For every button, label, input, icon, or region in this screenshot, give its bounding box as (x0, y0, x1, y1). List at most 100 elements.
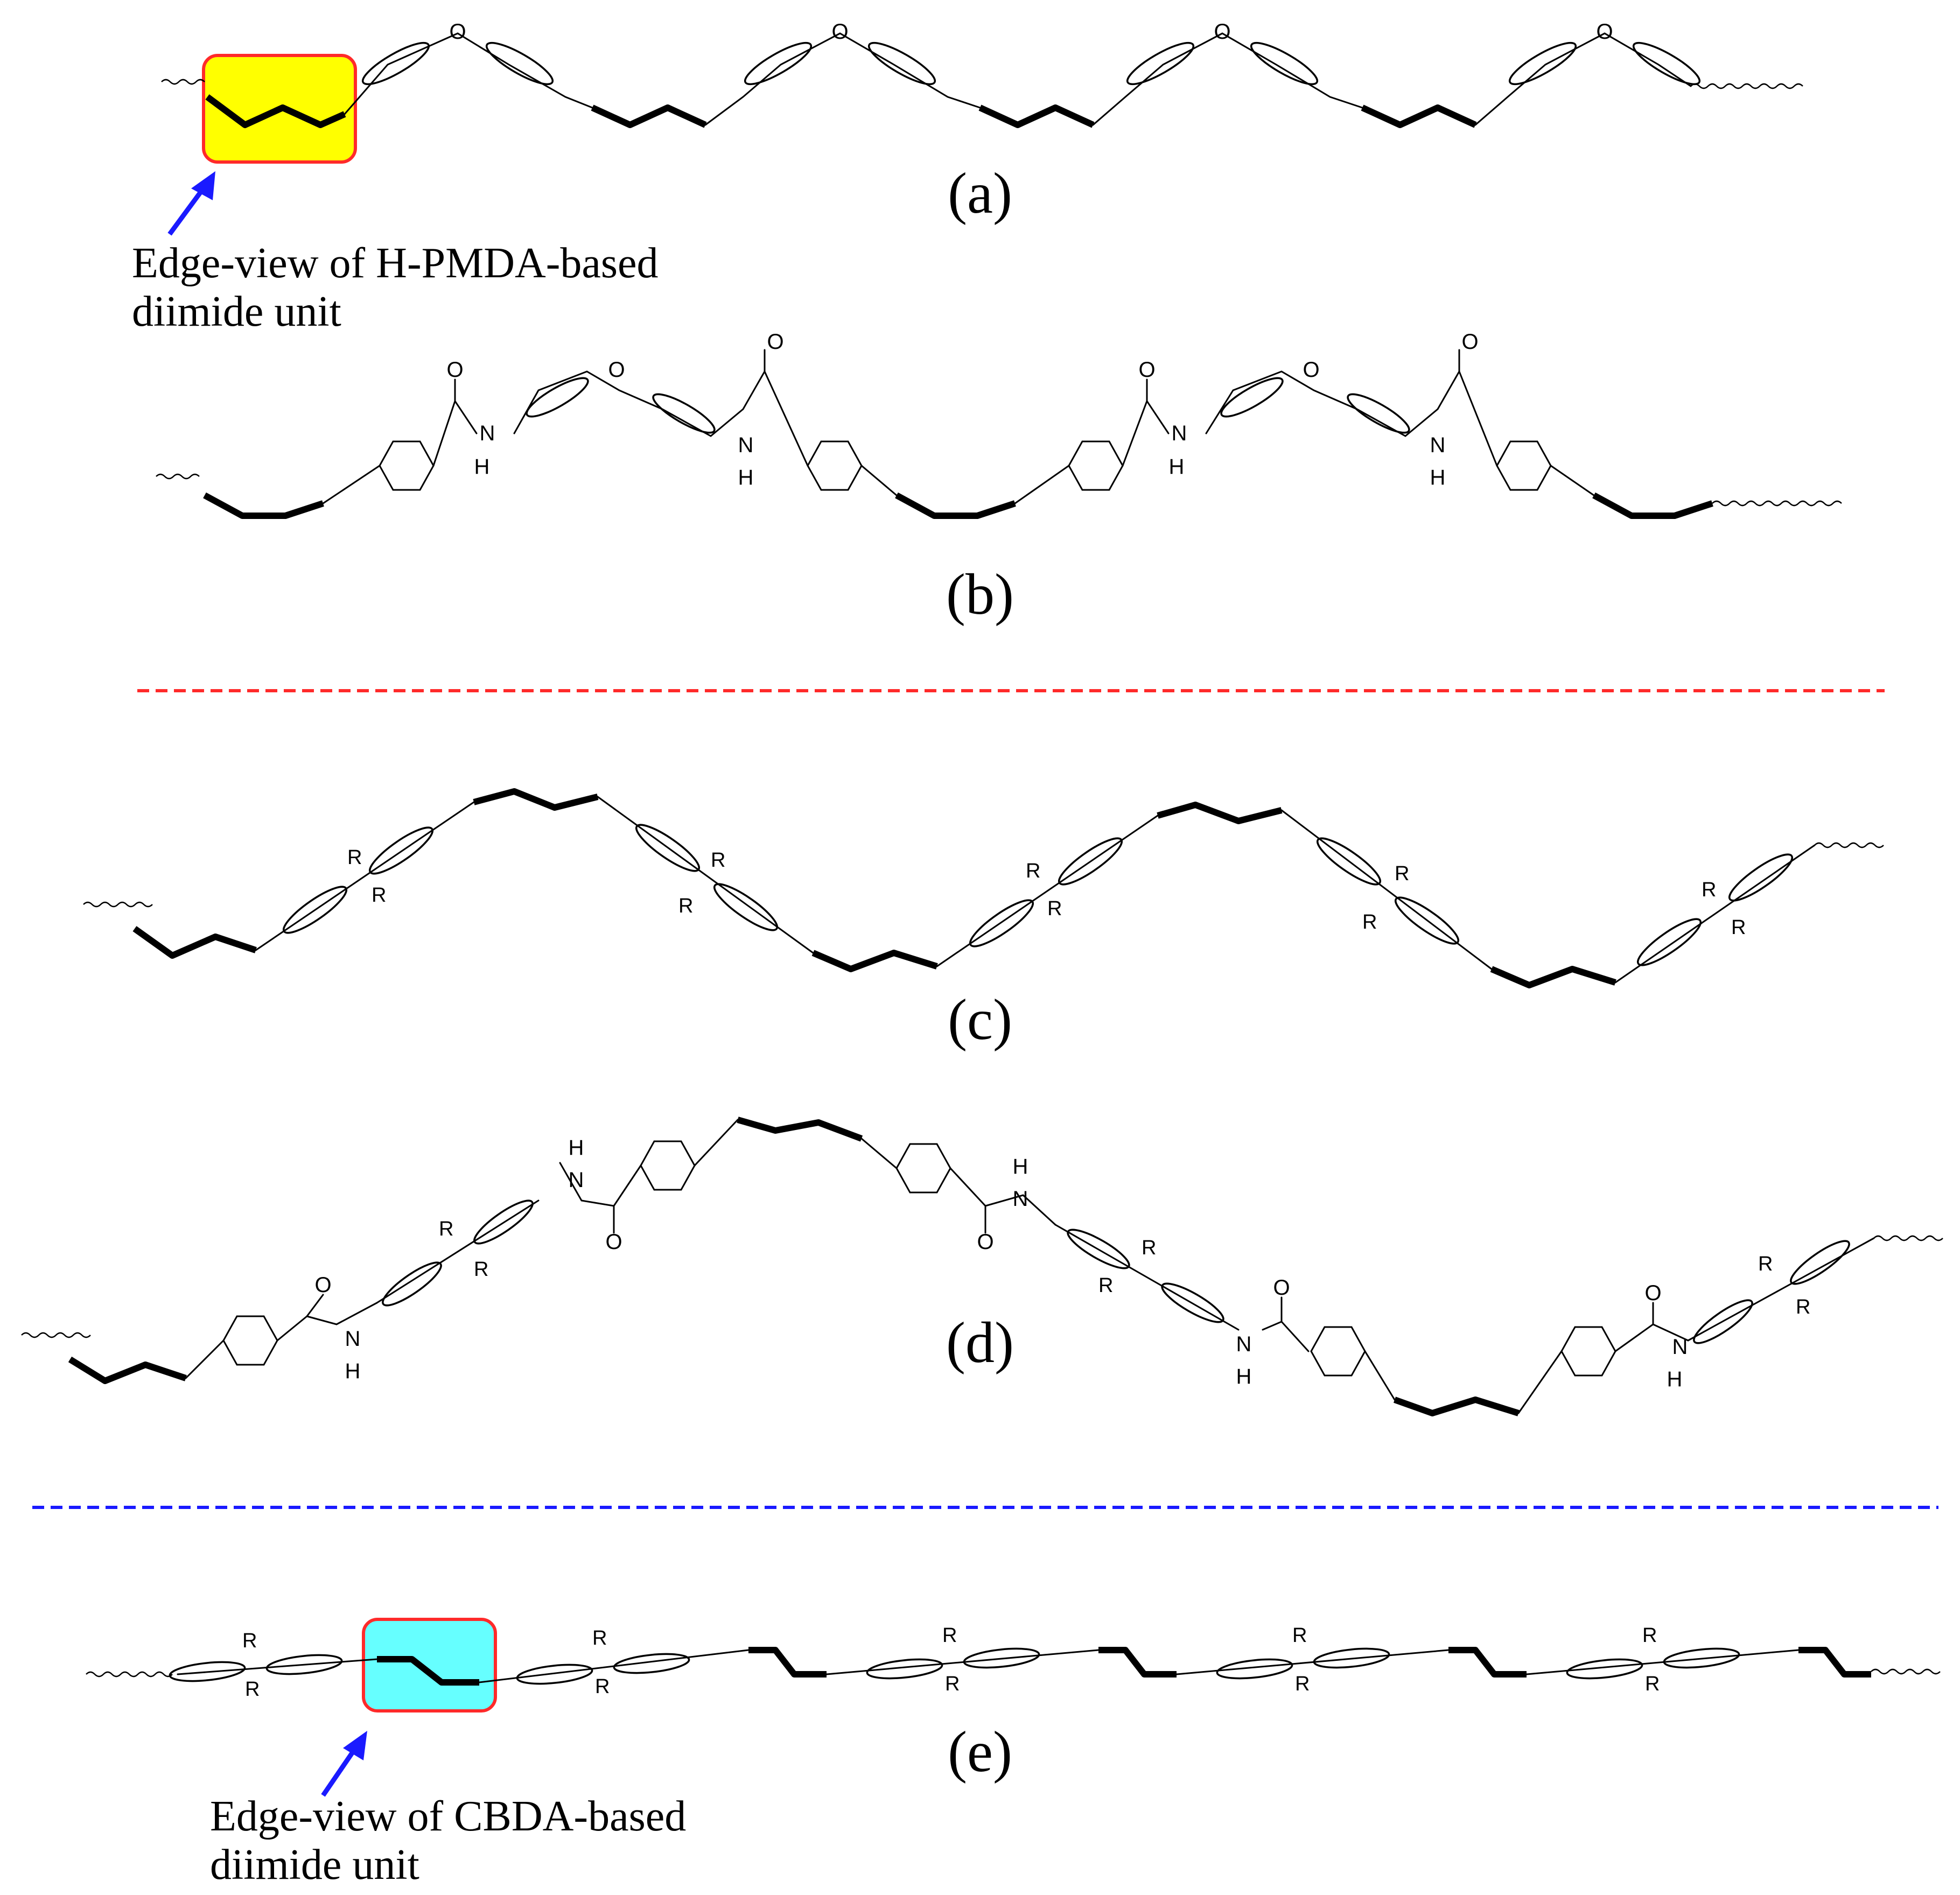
atom-n: N (1172, 422, 1187, 445)
r-group: R (1796, 1296, 1810, 1318)
atom-h: H (474, 455, 490, 479)
chain-backbone (344, 32, 593, 115)
diimide-edge-view (737, 1117, 863, 1142)
wavy-chain-end-left (86, 1671, 173, 1678)
r-group: R (1362, 911, 1377, 934)
r-group: R (1702, 879, 1716, 901)
atom-n: N (1430, 433, 1446, 457)
edge-view-biphenyl-rings (169, 1647, 1740, 1685)
cbda-highlight-box (362, 1618, 497, 1712)
diimide-edge-view (1798, 1647, 1871, 1678)
diimide-edge-view (811, 950, 938, 972)
hpmda-edge-view (205, 94, 346, 128)
edge-view-benzene-rings (361, 41, 1701, 86)
panel-a-label: (a) (948, 162, 1012, 226)
chain-backbone (376, 1199, 1875, 1342)
ether-oxygen-labels: O O O O (449, 20, 1613, 44)
r-group: R (942, 1624, 957, 1647)
r-group: R (595, 1675, 610, 1698)
hpmda-note-line2: diimide unit (132, 288, 341, 335)
panel-d-label: (d) (946, 1311, 1014, 1375)
diimide-edge-view (1393, 1396, 1520, 1416)
r-group: R (711, 849, 725, 872)
diimide-edge-view (203, 492, 324, 519)
r-group: R (1026, 860, 1040, 882)
atom-h: H (1430, 466, 1446, 489)
atom-o: O (1644, 1281, 1661, 1305)
atom-o: O (314, 1273, 331, 1297)
substituent-r-labels: R R R R R R R R R R (347, 846, 1746, 939)
atom-o: O (1461, 330, 1478, 354)
atom-h: H (1667, 1367, 1683, 1391)
atom-n: N (345, 1327, 361, 1351)
arrow-icon (191, 171, 215, 200)
diimide-edge-view (1157, 802, 1283, 824)
r-group: R (372, 884, 386, 907)
panel-d-chain: O N H H N O H N O O N H O N H R R R R R … (21, 1117, 1943, 1416)
r-group: R (1142, 1237, 1156, 1259)
chain-backbone (255, 796, 1816, 984)
chain-backbone (1092, 32, 1363, 126)
atom-n: N (569, 1168, 584, 1192)
r-group: R (245, 1678, 260, 1701)
diimide-edge-view (978, 104, 1095, 128)
planar-benzene-rings (222, 1140, 1616, 1377)
wavy-chain-end-right (1814, 842, 1884, 848)
diimide-edge-view (1448, 1647, 1527, 1678)
atom-n: N (1236, 1332, 1252, 1356)
atom-o: O (1273, 1276, 1290, 1300)
chain-backbone (1474, 32, 1692, 126)
chain-backbone (1014, 349, 1595, 504)
atom-h: H (345, 1359, 361, 1383)
r-group: R (1642, 1624, 1657, 1647)
substituent-r-labels: R R R R R R (439, 1218, 1810, 1318)
r-group: R (1047, 897, 1062, 920)
hpmda-note-line1: Edge-view of H-PMDA-based (132, 240, 659, 287)
planar-benzene-rings (379, 440, 1552, 491)
edge-view-biphenyl-rings (282, 824, 1794, 966)
chain-backbone (185, 1119, 1689, 1414)
diimide-edge-view (748, 1647, 827, 1678)
arrow-icon (343, 1731, 367, 1760)
panel-b-label: (b) (946, 563, 1014, 627)
diimide-edge-view (895, 492, 1016, 519)
wavy-chain-end-left (21, 1332, 91, 1338)
chain-backbone (704, 32, 981, 126)
hpmda-annotation: Edge-view of H-PMDA-based diimide unit (132, 171, 659, 335)
wavy-chain-end-right (1712, 500, 1842, 507)
atom-o: O (1596, 20, 1613, 44)
atom-o: O (446, 358, 463, 382)
diimide-edge-view (132, 926, 257, 959)
r-group: R (242, 1630, 257, 1652)
diimide-edge-view (68, 1356, 187, 1384)
diimide-edge-view (473, 788, 599, 811)
panel-e-chain: R R R R R R R R R R (e) Edge-view of CBD… (86, 1618, 1941, 1889)
atom-o: O (831, 20, 848, 44)
r-group: R (1292, 1624, 1307, 1647)
wavy-chain-end-left (161, 79, 205, 85)
r-group: R (945, 1673, 960, 1695)
diimide-edge-view (591, 104, 707, 128)
atom-o: O (767, 330, 783, 354)
panel-a-chain: O O O O (a) Edge-view of H-PMDA-based di… (132, 20, 1803, 335)
atom-h: H (1013, 1155, 1028, 1178)
r-group: R (1098, 1274, 1113, 1297)
wavy-chain-end-left (83, 901, 153, 908)
atom-h: H (1169, 455, 1185, 479)
substituent-r-labels: R R R R R R R R R R (242, 1624, 1660, 1701)
r-group: R (592, 1627, 607, 1650)
r-group: R (678, 895, 693, 917)
r-group: R (1758, 1253, 1773, 1275)
r-group: R (1395, 862, 1409, 885)
panel-c-label: (c) (948, 988, 1012, 1052)
wavy-chain-end-right (1690, 83, 1803, 89)
r-group: R (439, 1218, 453, 1240)
wavy-chain-end-right (1871, 1668, 1941, 1675)
diimide-edge-view (1098, 1647, 1177, 1678)
r-group: R (1295, 1673, 1310, 1695)
atom-n: N (480, 422, 495, 445)
cbda-note-line1: Edge-view of CBDA-based (210, 1793, 686, 1840)
atom-o: O (1138, 358, 1155, 382)
edge-view-biphenyl-rings (382, 1199, 1850, 1344)
